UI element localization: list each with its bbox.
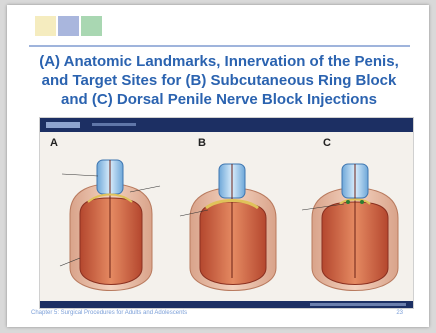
title-line-2: and Target Sites for (B) Subcutaneous Ri… [42,72,397,89]
slide: (A) Anatomic Landmarks, Innervation of t… [7,5,429,327]
anatomy-illustration: A B C [39,117,414,309]
title-divider [29,45,410,47]
title-line-1: (A) Anatomic Landmarks, Innervation of t… [39,53,399,70]
accent-square-blue [58,16,79,36]
panel-label-a: A [50,137,58,149]
panel-label-b: B [198,137,206,149]
title-line-3: and (C) Dorsal Penile Nerve Block Inject… [61,91,377,108]
slide-footer: Chapter 5: Surgical Procedures for Adult… [31,310,187,316]
accent-square-green [81,16,102,36]
accent-square-yellow [35,16,56,36]
page-number: 23 [396,310,403,316]
panel-label-c: C [323,137,331,149]
slide-title: (A) Anatomic Landmarks, Innervation of t… [25,52,413,109]
